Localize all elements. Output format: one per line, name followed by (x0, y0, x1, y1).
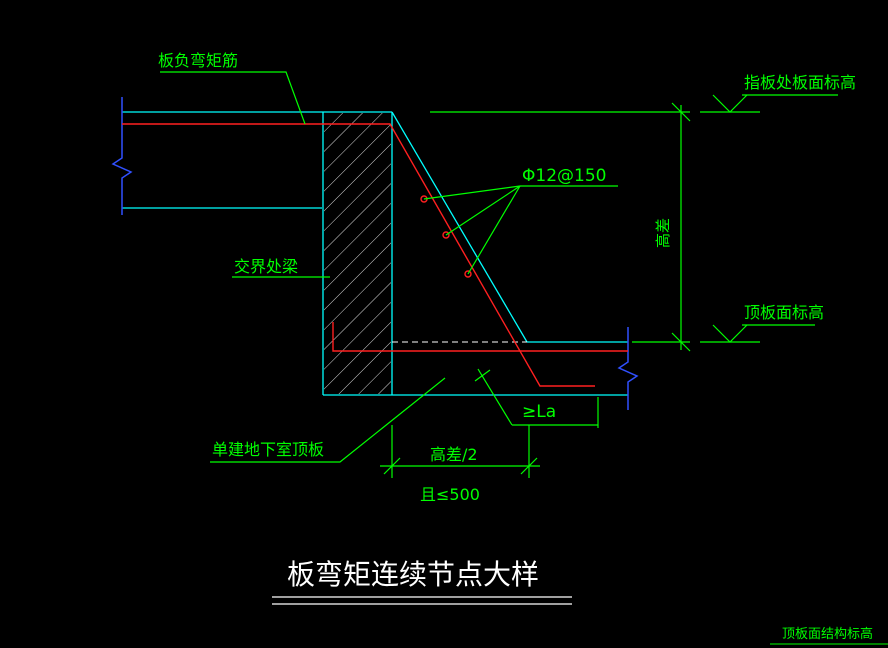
rebar-dot-2 (442, 231, 450, 239)
bottom-slab-rebar (332, 322, 628, 352)
break-marks (111, 97, 639, 410)
label-junction-beam: 交界处梁 (234, 257, 298, 276)
haunch-slope-edge (391, 111, 528, 343)
label-height-diff: 高差 (654, 218, 672, 248)
structure-outline (122, 111, 628, 396)
label-basement-roof: 单建地下室顶板 (212, 440, 324, 459)
annotations (160, 71, 838, 478)
label-rebar-spec: Φ12@150 (522, 166, 606, 186)
label-slab-top-elevation: 顶板面标高 (744, 303, 824, 322)
label-max-length: 且≤500 (420, 485, 480, 504)
label-half-height-diff: 高差/2 (430, 445, 478, 464)
label-corner-note: 顶板面结构标高 (782, 626, 873, 642)
label-anchor-length: ≥La (522, 402, 556, 422)
beam-hatch (324, 113, 391, 394)
label-top-rebar: 板负弯矩筋 (158, 51, 238, 70)
label-top-elevation: 指板处板面标高 (744, 73, 856, 92)
rebar-dot-3 (464, 270, 472, 278)
rebar (122, 123, 628, 387)
top-negative-rebar (122, 123, 595, 387)
drawing-title: 板弯矩连续节点大样 (287, 558, 539, 591)
